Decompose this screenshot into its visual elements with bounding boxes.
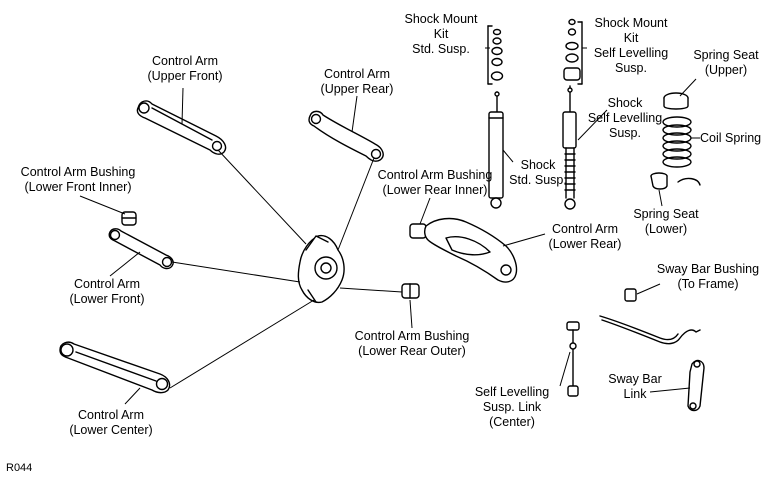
- control-arm-upper-rear-part: [308, 110, 384, 162]
- label-control-arm-bushing-lower-front-inner: Control Arm Bushing(Lower Front Inner): [20, 165, 136, 194]
- spring-seat-upper-part: [663, 92, 689, 110]
- sway-bar-bushing-part: [624, 288, 637, 302]
- bushing-lower-front-inner-part: [121, 211, 137, 226]
- label-control-arm-lower-front: Control Arm(Lower Front): [69, 277, 145, 306]
- sway-bar-part: [599, 315, 701, 345]
- control-arm-lower-rear-part: [409, 217, 518, 283]
- label-sway-bar-bushing: Sway Bar Bushing(To Frame): [656, 262, 760, 291]
- knuckle-part: [297, 234, 345, 304]
- coil-spring-part: [662, 116, 692, 168]
- leader-lines: [79, 47, 700, 405]
- sway-bar-link-part: [687, 359, 705, 412]
- label-spring-seat-lower: Spring Seat(Lower): [633, 207, 699, 236]
- label-control-arm-lower-rear: Control Arm(Lower Rear): [548, 222, 622, 251]
- label-control-arm-bushing-lower-rear-inner: Control Arm Bushing(Lower Rear Inner): [377, 168, 493, 197]
- self-levelling-link-part: [566, 321, 580, 397]
- control-arm-upper-front-part: [136, 100, 227, 155]
- shock-std-part: [488, 91, 504, 209]
- control-arm-lower-front-part: [108, 228, 174, 270]
- label-control-arm-upper-front: Control Arm(Upper Front): [147, 54, 223, 83]
- label-control-arm-bushing-lower-rear-outer: Control Arm Bushing(Lower Rear Outer): [354, 329, 470, 358]
- control-arm-lower-center-part: [59, 341, 171, 394]
- label-coil-spring: Coil Spring: [700, 131, 762, 145]
- label-control-arm-upper-rear: Control Arm(Upper Rear): [320, 67, 394, 96]
- diagram-reference-code: R044: [6, 462, 33, 474]
- spring-seat-lower-part: [650, 172, 701, 190]
- shock-mount-kit-std-part: [487, 25, 504, 85]
- label-control-arm-lower-center: Control Arm(Lower Center): [69, 408, 153, 437]
- shock-self-levelling-part: [562, 85, 577, 210]
- shock-mount-kit-self-levelling-part: [563, 18, 583, 85]
- bushing-lower-rear-outer-part: [401, 283, 420, 299]
- label-spring-seat-upper: Spring Seat(Upper): [693, 48, 759, 77]
